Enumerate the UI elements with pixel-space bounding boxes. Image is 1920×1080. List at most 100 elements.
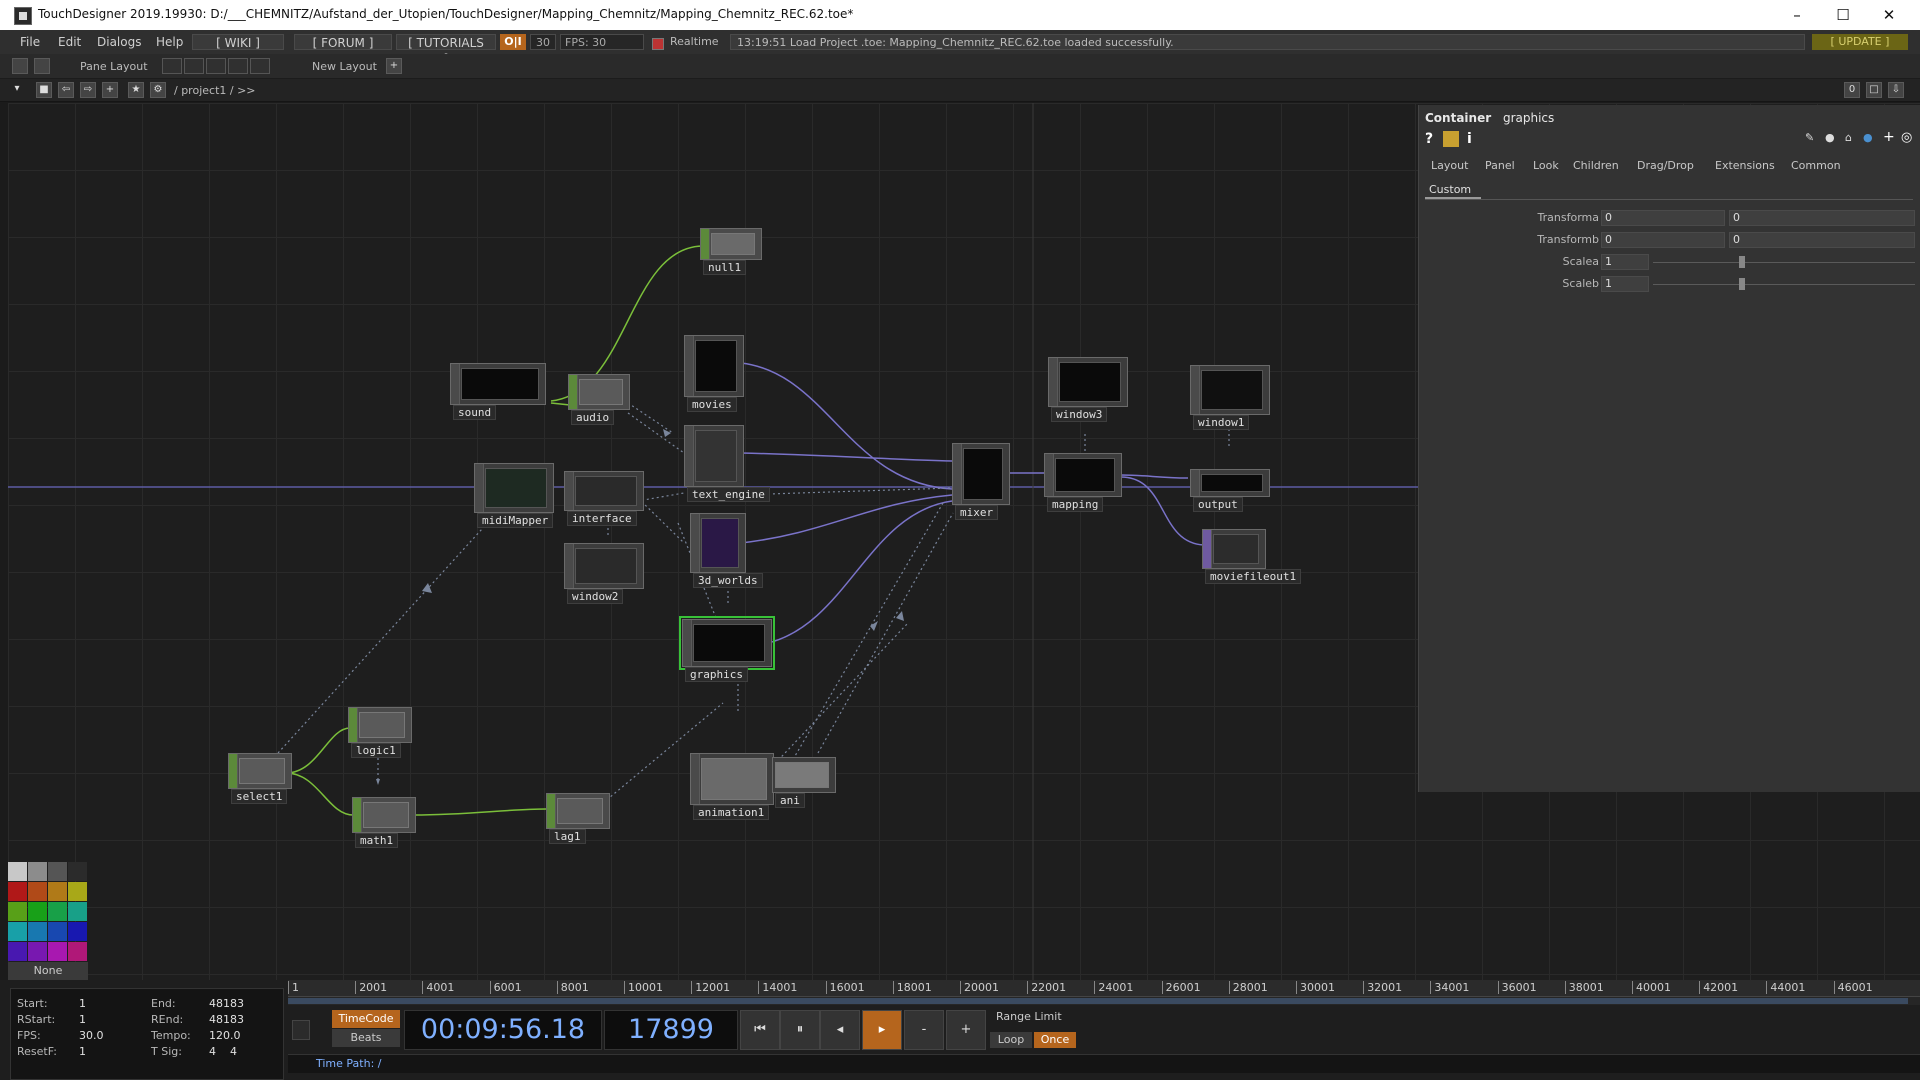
- loop-button[interactable]: Loop: [990, 1032, 1032, 1048]
- pane-split-icon[interactable]: [34, 58, 50, 74]
- back-icon[interactable]: ⇦: [58, 82, 74, 98]
- bypass-icon[interactable]: ⌂: [1845, 131, 1852, 144]
- frame-display[interactable]: 17899: [604, 1010, 738, 1050]
- node-moviefileout1[interactable]: moviefileout1: [1202, 529, 1302, 584]
- palette-swatch[interactable]: [28, 942, 47, 961]
- target-icon[interactable]: ◎: [1901, 130, 1913, 145]
- breadcrumb-path[interactable]: / project1 / >>: [174, 84, 256, 97]
- add-layout-icon[interactable]: +: [386, 58, 402, 74]
- add-icon[interactable]: +: [1883, 129, 1895, 145]
- layout-single-icon[interactable]: [162, 58, 182, 74]
- tab-look[interactable]: Look: [1533, 159, 1559, 172]
- edit-icon[interactable]: ✎: [1805, 131, 1815, 144]
- python-icon[interactable]: ●: [1863, 131, 1873, 144]
- op-name[interactable]: graphics: [1502, 111, 1555, 125]
- fps-value[interactable]: 30.0: [79, 1029, 104, 1042]
- forum-button[interactable]: [ FORUM ]: [294, 34, 392, 50]
- scaleb-slider-knob[interactable]: [1739, 278, 1745, 290]
- palette-swatch[interactable]: [68, 942, 87, 961]
- cook-rate-field[interactable]: 30: [530, 34, 556, 50]
- tab-extensions[interactable]: Extensions: [1715, 159, 1775, 172]
- palette-swatch[interactable]: [68, 862, 87, 881]
- transformb-x-field[interactable]: 0: [1601, 232, 1725, 248]
- scaleb-field[interactable]: 1: [1601, 276, 1649, 292]
- palette-swatch[interactable]: [8, 922, 27, 941]
- palette-swatch[interactable]: [8, 882, 27, 901]
- forward-icon[interactable]: ⇨: [80, 82, 96, 98]
- close-button[interactable]: ✕: [1882, 6, 1896, 24]
- realtime-checkbox[interactable]: [652, 38, 664, 50]
- tab-panel[interactable]: Panel: [1485, 159, 1515, 172]
- pane-icon[interactable]: [12, 58, 28, 74]
- menu-edit[interactable]: Edit: [58, 35, 82, 49]
- python-help-icon[interactable]: [1443, 131, 1459, 147]
- node-mapping[interactable]: mapping: [1044, 453, 1122, 512]
- help-icon[interactable]: ?: [1425, 131, 1434, 147]
- node-audio[interactable]: audio: [568, 374, 630, 425]
- menu-dialogs[interactable]: Dialogs: [97, 35, 142, 49]
- home-icon[interactable]: +: [102, 82, 118, 98]
- layout-hsplit-icon[interactable]: [206, 58, 226, 74]
- palette-swatch[interactable]: [68, 922, 87, 941]
- palette-none-button[interactable]: None: [8, 962, 88, 980]
- timeline-scroll-thumb[interactable]: [288, 998, 1908, 1004]
- node-logic1[interactable]: logic1: [348, 707, 412, 758]
- palette-swatch[interactable]: [68, 882, 87, 901]
- end-value[interactable]: 48183: [209, 997, 244, 1010]
- step-back-button[interactable]: ◂: [820, 1010, 860, 1050]
- perform-mode-button[interactable]: O|I: [500, 34, 526, 50]
- once-button[interactable]: Once: [1034, 1032, 1076, 1048]
- menu-dropdown-icon[interactable]: ▾: [14, 83, 20, 94]
- tab-drag-drop[interactable]: Drag/Drop: [1637, 159, 1694, 172]
- palette-swatch[interactable]: [48, 902, 67, 921]
- play-button[interactable]: ▸: [862, 1010, 902, 1050]
- palette-swatch[interactable]: [48, 922, 67, 941]
- node-midimapper[interactable]: midiMapper: [474, 463, 554, 528]
- update-button[interactable]: [ UPDATE ]: [1812, 34, 1908, 50]
- start-value[interactable]: 1: [79, 997, 86, 1010]
- node-movies[interactable]: movies: [684, 335, 744, 412]
- palette-swatch[interactable]: [68, 902, 87, 921]
- transforma-x-field[interactable]: 0: [1601, 210, 1725, 226]
- timeline-lock-icon[interactable]: [292, 1020, 310, 1040]
- rend-value[interactable]: 48183: [209, 1013, 244, 1026]
- node-mixer[interactable]: mixer: [952, 443, 1010, 520]
- node-text-engine[interactable]: text_engine: [684, 425, 770, 502]
- tab-children[interactable]: Children: [1573, 159, 1619, 172]
- pause-button[interactable]: ⏸: [780, 1010, 820, 1050]
- scalea-slider-knob[interactable]: [1739, 256, 1745, 268]
- node-lag1[interactable]: lag1: [546, 793, 610, 844]
- menu-help[interactable]: Help: [156, 35, 184, 49]
- timecode-display[interactable]: 00:09:56.18: [404, 1010, 602, 1050]
- to-start-button[interactable]: ⏮: [740, 1010, 780, 1050]
- maximize-pane-icon[interactable]: □: [1866, 82, 1882, 98]
- download-icon[interactable]: ⇩: [1888, 82, 1904, 98]
- palette-swatch[interactable]: [8, 902, 27, 921]
- beats-mode-button[interactable]: Beats: [332, 1029, 400, 1047]
- node-window3[interactable]: window3: [1048, 357, 1128, 422]
- bookmark-star-icon[interactable]: ★: [128, 82, 144, 98]
- tab-common[interactable]: Common: [1791, 159, 1841, 172]
- stop-icon[interactable]: ■: [36, 82, 52, 98]
- maximize-button[interactable]: ☐: [1836, 6, 1850, 24]
- palette-swatch[interactable]: [28, 922, 47, 941]
- node-null1[interactable]: null1: [700, 228, 762, 275]
- node-select1[interactable]: select1: [228, 753, 292, 804]
- palette-swatch[interactable]: [8, 942, 27, 961]
- tempo-value[interactable]: 120.0: [209, 1029, 241, 1042]
- palette-swatch[interactable]: [48, 862, 67, 881]
- layout-vsplit-icon[interactable]: [184, 58, 204, 74]
- transformb-y-field[interactable]: 0: [1729, 232, 1915, 248]
- minimize-button[interactable]: –: [1793, 6, 1801, 24]
- node-interface[interactable]: interface: [564, 471, 644, 526]
- tsig-value[interactable]: 4 4: [209, 1045, 237, 1058]
- palette-swatch[interactable]: [48, 882, 67, 901]
- resetf-value[interactable]: 1: [79, 1045, 86, 1058]
- layout-quad-icon[interactable]: [250, 58, 270, 74]
- info-icon[interactable]: i: [1467, 131, 1472, 147]
- comment-icon[interactable]: ●: [1825, 131, 1835, 144]
- tutorials-button[interactable]: [ TUTORIALS ]: [396, 34, 496, 66]
- palette-swatch[interactable]: [28, 882, 47, 901]
- tab-custom[interactable]: Custom: [1425, 183, 1481, 199]
